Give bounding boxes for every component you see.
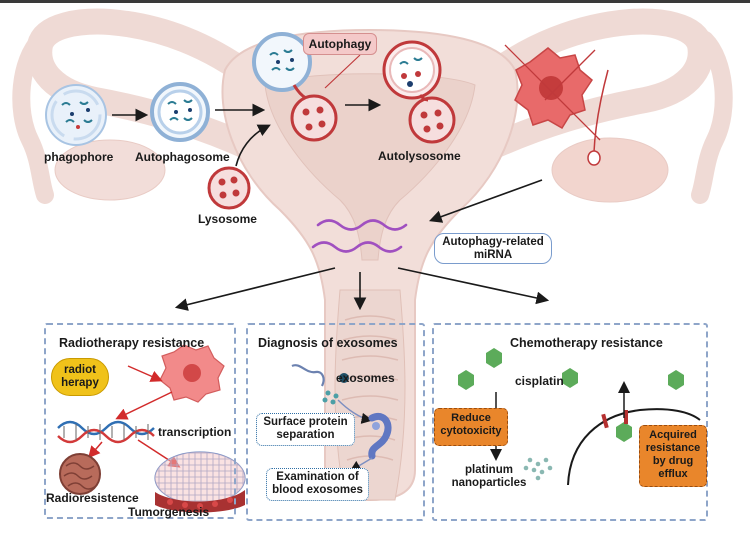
autophagy-pointer [324, 54, 361, 89]
tumorgenesis-label: Tumorgenesis [128, 505, 210, 519]
transcription-label: transcription [158, 425, 232, 439]
autophagy-badge: Autophagy [303, 33, 377, 55]
radiotherapy-graphics [57, 344, 246, 513]
arrow-to-radiotherapy [174, 267, 336, 311]
examination-box: Examination of blood exosomes [266, 468, 369, 501]
diagnosis-panel [246, 323, 425, 521]
arrow-tumor-mirna [428, 179, 543, 223]
radiotherapy-panel [44, 323, 236, 519]
radiotherapy-title: Radiotherapy resistance [59, 336, 205, 350]
platinum-label: platinum nanoparticles [451, 464, 527, 489]
phagophore-icon [45, 84, 107, 146]
fusion-icon [252, 32, 338, 142]
reduce-cytotoxicity-box: Reduce cytotoxicity [434, 408, 508, 446]
mirna-label: Autophagy-related miRNA [434, 233, 552, 264]
surface-protein-box: Surface protein separation [256, 413, 355, 446]
cisplatin-label: cisplatin [515, 374, 564, 388]
acquired-resistance-box: Acquired resistance by drug efflux [639, 425, 707, 487]
chemotherapy-panel [432, 323, 708, 521]
arrow-lysosome-fusion [235, 124, 271, 167]
chemotherapy-title: Chemotherapy resistance [510, 336, 663, 350]
diagnosis-title: Diagnosis of exosomes [258, 336, 398, 350]
mirna-icon [311, 219, 408, 253]
tumor-cell-icon [504, 44, 609, 166]
diagnosis-graphics [291, 364, 392, 472]
arrow-to-chemotherapy [397, 267, 550, 305]
lysosome-icon [207, 166, 251, 210]
radiotherapy-badge: radiot herapy [51, 358, 109, 396]
exosomes-label: exosomes [336, 371, 395, 385]
autophagosome-label: Autophagosome [135, 150, 230, 164]
top-border [0, 0, 750, 3]
radioresistence-label: Radioresistence [46, 491, 139, 505]
chemotherapy-graphics [458, 348, 701, 486]
autolysosome-icon [382, 40, 456, 144]
phagophore-label: phagophore [44, 150, 114, 164]
autolysosome-label: Autolysosome [378, 149, 461, 163]
lysosome-label: Lysosome [198, 212, 257, 226]
autophagosome-icon [150, 82, 210, 142]
